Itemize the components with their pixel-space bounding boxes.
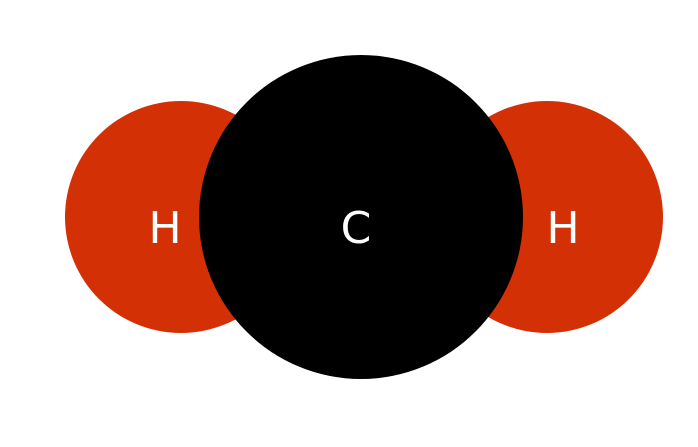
carbon-label: C bbox=[340, 203, 372, 254]
hydrogen-label-left: H bbox=[148, 203, 182, 254]
hydrogen-label-right: H bbox=[546, 203, 580, 254]
carbon-atom bbox=[199, 55, 523, 379]
